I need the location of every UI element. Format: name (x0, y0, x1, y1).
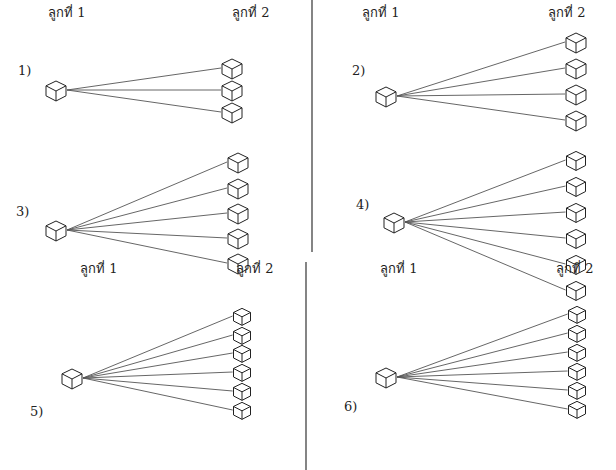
branch-line (405, 222, 566, 290)
die-icon (234, 364, 251, 381)
branch-line (83, 378, 233, 410)
die-icon (228, 179, 248, 199)
branch-line (67, 68, 221, 90)
branch-line (67, 90, 221, 112)
panel-number: 1) (18, 64, 31, 77)
branch-line (405, 186, 566, 222)
die-tree (376, 306, 586, 418)
branch-line (405, 160, 566, 222)
die-icon (569, 363, 586, 380)
panel-number: 2) (352, 64, 365, 77)
column-heading: ลูกที่ 2 (232, 6, 269, 19)
die-icon (567, 151, 586, 170)
branch-line (397, 68, 565, 96)
branch-line (397, 333, 568, 377)
branch-line (67, 230, 227, 238)
die-icon (228, 153, 248, 173)
branch-line (397, 96, 565, 120)
die-icon (46, 81, 66, 101)
column-heading: ลูกที่ 1 (362, 6, 399, 19)
branch-line (405, 222, 566, 238)
die-icon (228, 204, 248, 224)
branch-line (397, 314, 568, 377)
die-icon (566, 33, 586, 53)
die-icon (569, 306, 586, 323)
branch-line (397, 377, 568, 409)
branch-line (67, 90, 221, 91)
branch-line (397, 377, 568, 390)
branch-line (67, 213, 227, 230)
die-icon (376, 87, 396, 107)
branch-line (397, 352, 568, 377)
die-tree (384, 151, 586, 300)
die-icon (228, 229, 248, 249)
branch-line (67, 162, 227, 230)
die-icon (222, 59, 242, 79)
branch-line (397, 94, 565, 96)
die-icon (46, 221, 66, 241)
die-icon (566, 85, 586, 105)
column-heading: ลูกที่ 1 (380, 262, 417, 275)
branch-line (83, 353, 233, 378)
column-heading: ลูกที่ 2 (236, 262, 273, 275)
die-icon (567, 281, 586, 300)
die-tree (46, 59, 242, 123)
branch-line (83, 372, 233, 378)
panel-number: 3) (16, 205, 29, 218)
branch-line (67, 230, 227, 263)
die-icon (567, 229, 586, 248)
column-heading: ลูกที่ 1 (80, 262, 117, 275)
branch-line (83, 316, 233, 378)
column-heading: ลูกที่ 2 (548, 6, 585, 19)
branch-line (405, 212, 566, 222)
panel-number: 5) (30, 405, 43, 418)
die-tree (62, 308, 251, 419)
die-icon (222, 81, 242, 101)
die-icon (234, 383, 251, 400)
column-heading: ลูกที่ 2 (556, 262, 593, 275)
die-icon (222, 103, 242, 123)
column-heading: ลูกที่ 1 (48, 6, 85, 19)
die-icon (234, 402, 251, 419)
die-tree (376, 33, 586, 131)
die-icon (62, 369, 82, 389)
die-icon (384, 213, 404, 233)
die-icon (234, 308, 251, 325)
branch-line (397, 42, 565, 96)
branch-line (405, 222, 566, 264)
divider-line (305, 262, 306, 470)
divider-line (311, 0, 312, 252)
die-icon (569, 325, 586, 342)
die-icon (566, 111, 586, 131)
die-icon (567, 177, 586, 196)
branch-line (83, 335, 233, 378)
panel-number: 6) (344, 400, 357, 413)
branch-line (67, 188, 227, 230)
die-icon (376, 368, 396, 388)
branch-line (83, 378, 233, 391)
die-icon (569, 401, 586, 418)
panel-number: 4) (356, 198, 369, 211)
branch-line (397, 371, 568, 377)
die-icon (234, 345, 251, 362)
die-icon (234, 327, 251, 344)
die-icon (569, 382, 586, 399)
die-tree (46, 153, 248, 274)
die-icon (566, 59, 586, 79)
die-icon (569, 344, 586, 361)
die-icon (567, 203, 586, 222)
